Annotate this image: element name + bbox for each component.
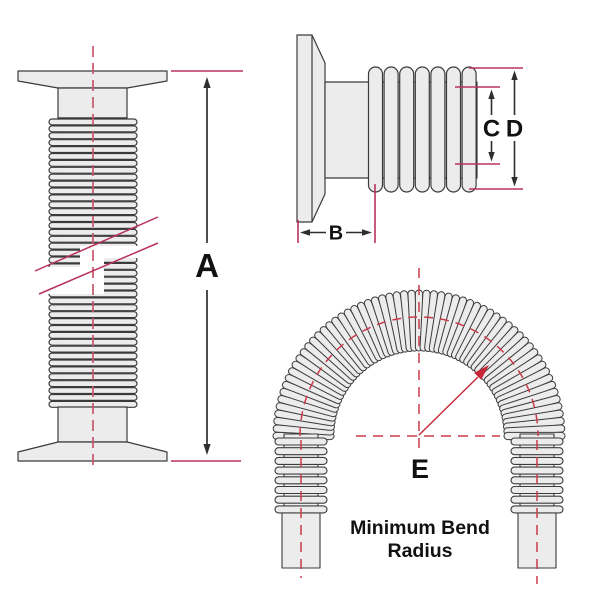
break-lines bbox=[34, 216, 159, 295]
arrow-up-head bbox=[203, 77, 211, 88]
dim-label-e: E bbox=[411, 454, 429, 484]
bend-view-figure bbox=[272, 289, 566, 569]
bend-caption-line1: Minimum Bend bbox=[350, 517, 490, 539]
side-flange bbox=[296, 34, 326, 223]
bend-caption-line2: Radius bbox=[387, 540, 452, 562]
bend-radius-arrowhead bbox=[474, 365, 489, 380]
side-bellows-convolutions bbox=[367, 66, 477, 193]
bend-radius-arrow bbox=[418, 365, 489, 436]
bottom-flange bbox=[17, 441, 168, 462]
dimension-c-extension-lines bbox=[455, 86, 500, 165]
side-neck bbox=[324, 81, 370, 179]
bellows-fins-lower bbox=[48, 258, 138, 408]
arrow-down-head bbox=[203, 444, 211, 455]
dim-label-d: D bbox=[506, 116, 523, 143]
dim-label-c: C bbox=[483, 116, 500, 143]
bend-arc-centerline bbox=[299, 316, 539, 437]
break-line-lower bbox=[38, 242, 159, 295]
dimension-b-extension-lines bbox=[297, 184, 376, 243]
dimension-a-extension-lines bbox=[171, 70, 243, 462]
front-view-figure bbox=[17, 70, 168, 462]
dimension-a-arrow bbox=[203, 77, 211, 455]
dimension-d-extension-lines bbox=[469, 67, 523, 190]
dim-label-a: A bbox=[195, 247, 219, 284]
dim-label-b: B bbox=[329, 223, 343, 245]
dimension-b-arrow bbox=[300, 229, 372, 236]
dimension-d-arrow bbox=[511, 70, 518, 187]
bend-arc-fins bbox=[272, 289, 566, 441]
side-view-figure bbox=[296, 34, 478, 223]
break-line-upper bbox=[34, 216, 159, 272]
bend-centerlines bbox=[299, 268, 539, 584]
dimension-c-arrow bbox=[488, 89, 495, 162]
